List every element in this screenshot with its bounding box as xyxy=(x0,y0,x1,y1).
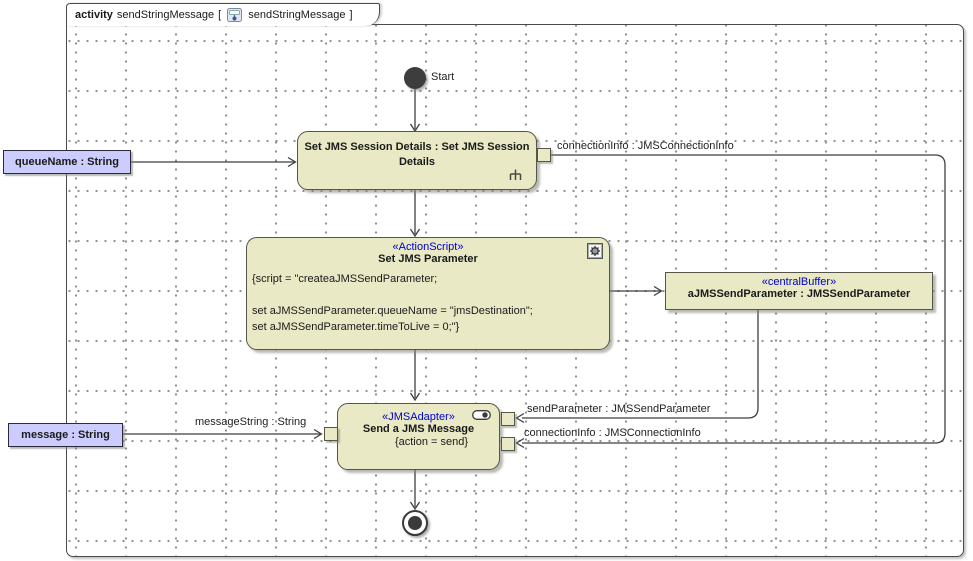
action-title: Send a JMS Message xyxy=(362,423,475,435)
action-send-jms-message[interactable]: «JMSAdapter» Send a JMS Message {action … xyxy=(324,403,515,470)
script-line: set aJMSSendParameter.timeToLive = 0;"} xyxy=(252,321,460,333)
arrowhead-right-3 xyxy=(313,428,323,440)
input-pin-sendparameter[interactable] xyxy=(501,412,515,426)
adapter-icon xyxy=(472,410,491,423)
parameter-message[interactable]: message : String xyxy=(8,423,123,447)
diagram-kind-label: activity xyxy=(75,9,113,21)
activity-diagram-icon xyxy=(227,8,243,22)
stereotype-label: «ActionScript» xyxy=(392,241,464,253)
action-set-jms-session-details[interactable]: Set JMS Session Details : Set JMS Sessio… xyxy=(297,131,551,190)
arrowhead-down-2 xyxy=(409,228,421,238)
initial-node[interactable] xyxy=(404,67,426,89)
parameter-queuename[interactable]: queueName : String xyxy=(3,150,131,174)
edge-label-connectioninfo-target[interactable]: connectionInfo : JMSConnectionInfo xyxy=(524,427,701,439)
activity-final-node-dot xyxy=(408,516,422,530)
diagram-name: sendStringMessage xyxy=(248,9,346,21)
activity-final-node[interactable] xyxy=(402,510,428,536)
script-line: set aJMSSendParameter.queueName = "jmsDe… xyxy=(252,305,533,317)
input-pin-connectioninfo[interactable] xyxy=(501,437,515,451)
gear-icon xyxy=(587,243,603,262)
arrowhead-down-4 xyxy=(409,501,421,511)
edge-label-connectioninfo-source[interactable]: connectionInfo : JMSConnectionInfo xyxy=(557,140,734,152)
action-set-jms-parameter[interactable]: «ActionScript» Set JMS Parameter {script… xyxy=(246,237,610,350)
open-bracket: [ xyxy=(218,9,222,21)
edge-connectioninfo[interactable] xyxy=(522,154,946,444)
arrowhead-down-3 xyxy=(409,392,421,402)
edge-label-messagestring[interactable]: messageString : String xyxy=(195,416,307,428)
diagram-context-name: sendStringMessage xyxy=(116,9,215,21)
action-title: Set JMS Session Details : Set JMS Sessio… xyxy=(304,141,530,168)
script-line xyxy=(252,287,604,303)
diagram-header-tab[interactable]: activity sendStringMessage [ sendStringM… xyxy=(66,3,380,26)
arrowhead-right-2 xyxy=(653,285,663,297)
buffer-title: aJMSSendParameter : JMSSendParameter xyxy=(687,288,911,300)
rake-icon xyxy=(508,169,523,186)
arrowhead-left-2 xyxy=(515,437,525,449)
action-script-body: {script = "createaJMSSendParameter; set … xyxy=(247,271,609,335)
initial-node-label: Start xyxy=(431,71,455,83)
edge-label-sendparameter[interactable]: sendParameter : JMSSendParameter xyxy=(527,403,711,415)
output-pin-connectioninfo[interactable] xyxy=(537,148,551,162)
stereotype-label: «JMSAdapter» xyxy=(382,411,455,423)
input-pin-messagestring[interactable] xyxy=(324,427,338,441)
edge-buffer-to-send-pin[interactable] xyxy=(522,310,759,419)
action-title: Set JMS Parameter xyxy=(378,253,478,265)
action-constraint: {action = send} xyxy=(394,436,469,448)
stereotype-label: «centralBuffer» xyxy=(761,276,837,288)
script-line: {script = "createaJMSSendParameter; xyxy=(252,273,438,285)
arrowhead-right-1 xyxy=(287,156,297,168)
central-buffer-ajmssendparameter[interactable]: «centralBuffer» aJMSSendParameter : JMSS… xyxy=(665,272,933,310)
arrowhead-left-1 xyxy=(515,412,525,424)
close-bracket: ] xyxy=(349,9,353,21)
